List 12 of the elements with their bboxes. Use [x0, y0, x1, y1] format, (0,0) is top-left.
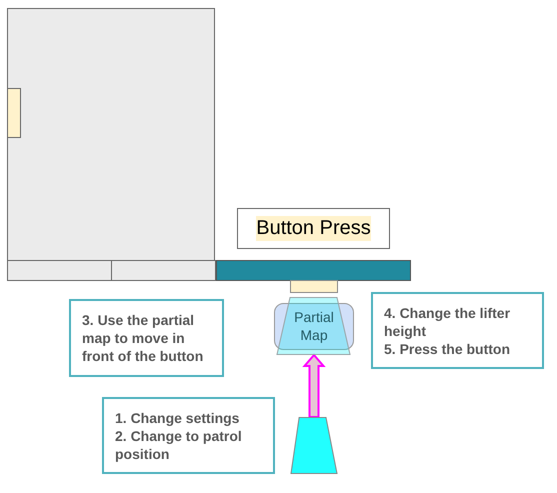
note-box [371, 292, 544, 369]
step-text: 2. Change to patrol position [115, 427, 243, 463]
step-text: 3. Use the partial map to move in front of the button [82, 311, 204, 365]
label-box [237, 208, 390, 249]
note-box [102, 397, 275, 474]
note-box [69, 299, 224, 377]
map-label: Partial Map [293, 308, 335, 344]
step-text: 4. Change the lifter height [384, 304, 512, 340]
step-text: 5. Press the button [384, 340, 512, 358]
step-text: 1. Change settings [115, 409, 240, 427]
block-arrow [302, 353, 326, 418]
heading-text: Button Press [256, 216, 371, 241]
